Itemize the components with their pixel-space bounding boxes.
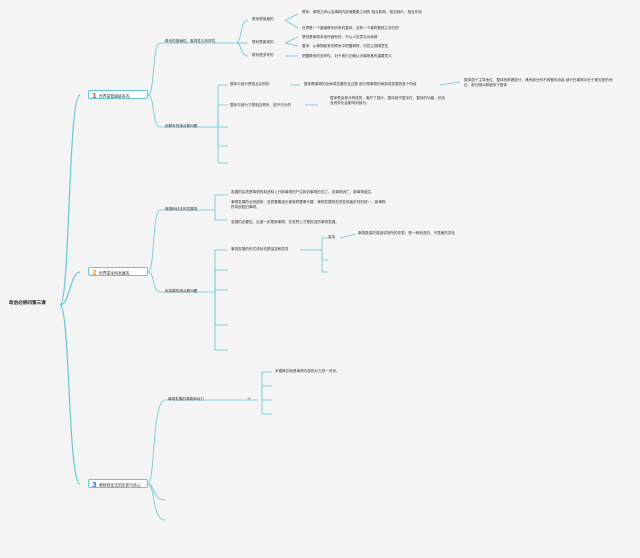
- topic-diverse[interactable]: 联系是多样的: [252, 53, 274, 57]
- root-topic: 政治必修四第三课: [9, 301, 46, 306]
- topic-whole-part-connected[interactable]: 整体与部分又是相互联系、密不可分的: [230, 103, 292, 107]
- leaf-organic-whole: 世界是一个普遍联系的有机整体，没有一个事物是孤立存在的: [302, 26, 400, 30]
- branch-3-number: 3: [92, 480, 97, 489]
- branch-2-number: 2: [92, 268, 97, 277]
- leaf-whole-consists: 整体是由部分构成的，离开了部分，整体就不复存在，整体的功能、状态及其变化会影响到…: [330, 96, 445, 105]
- subtopic-source-motive[interactable]: 事物发展的源泉和动力: [168, 397, 204, 401]
- topic-objective[interactable]: 联系是客观的: [252, 40, 274, 44]
- leaf-objective-fact: 联系是事物本身所固有的，不以人的意志为转移: [302, 35, 378, 39]
- leaf-whole-definition: 整体是事物的全局或发展的全过程 部分是事物的局部或发展的各个阶段: [304, 82, 417, 86]
- branch-2-label: 世界是永恒发展的: [99, 270, 130, 276]
- branch-3-label: 唯物辩证法的实质与核心: [99, 482, 141, 488]
- branch-1-number: 1: [92, 91, 97, 100]
- subtopic-view-development[interactable]: 用发展的观点看问题: [165, 289, 198, 293]
- leaf-development-necessity: 发展的必要性，后退一步是新事物，在世界上才是前进的事物发展。: [231, 220, 339, 224]
- leaf-diverse: 把握联系的多样性，对于我们正确认识事物具有重要意义: [302, 54, 392, 58]
- leaf-development-trend: 事物发展的必然趋势。旧质要素逐步被新质要素代替，事物发展的前进性和曲折性的统一，…: [231, 200, 386, 209]
- leaf-objective-requirement: 要求：从事物固有的联系中把握事物，切忌主观随意性: [302, 44, 389, 48]
- topic-universal[interactable]: 联系是普遍的: [252, 17, 274, 21]
- leaf-quantitative-change: 事物数量的增减或场所的变更，是一种渐进的、不显著的变化: [358, 231, 456, 235]
- leaf-whole-dominant: 整体居于主导地位，整体统率着部分，具有部分所不具备的功能 部分在事物中处于被支配…: [464, 78, 613, 87]
- subtopic-development-view[interactable]: 唯物辩证法的发展观: [165, 207, 198, 211]
- leaf-development-essence: 发展的实质是事物的前进和上升新事物的产生和旧事物的灭亡。旧事物消亡，新事物诞生。: [231, 190, 375, 194]
- topic-quantitative-change[interactable]: 量变: [328, 235, 336, 239]
- subtopic-connection-nature[interactable]: 联系的普遍性、客观性与多样性: [165, 39, 216, 43]
- collapse-toggle[interactable]: +: [247, 396, 252, 402]
- branch-1-label: 世界是普遍联系的: [99, 93, 130, 99]
- leaf-contradiction-definition: 矛盾概念就是事物内部的对立统一关系。: [275, 369, 340, 373]
- subtopic-view-connection[interactable]: 用联系的观点看问题: [165, 124, 198, 128]
- topic-quantity-quality[interactable]: 事物发展的形式或状态是量变和质变: [231, 247, 289, 251]
- leaf-definition: 联系：事物之间以及事物内部诸要素之间的 相互影响、相互制约、相互作用: [302, 10, 422, 14]
- topic-whole-part-different[interactable]: 整体与部分是相互区别的: [230, 82, 270, 86]
